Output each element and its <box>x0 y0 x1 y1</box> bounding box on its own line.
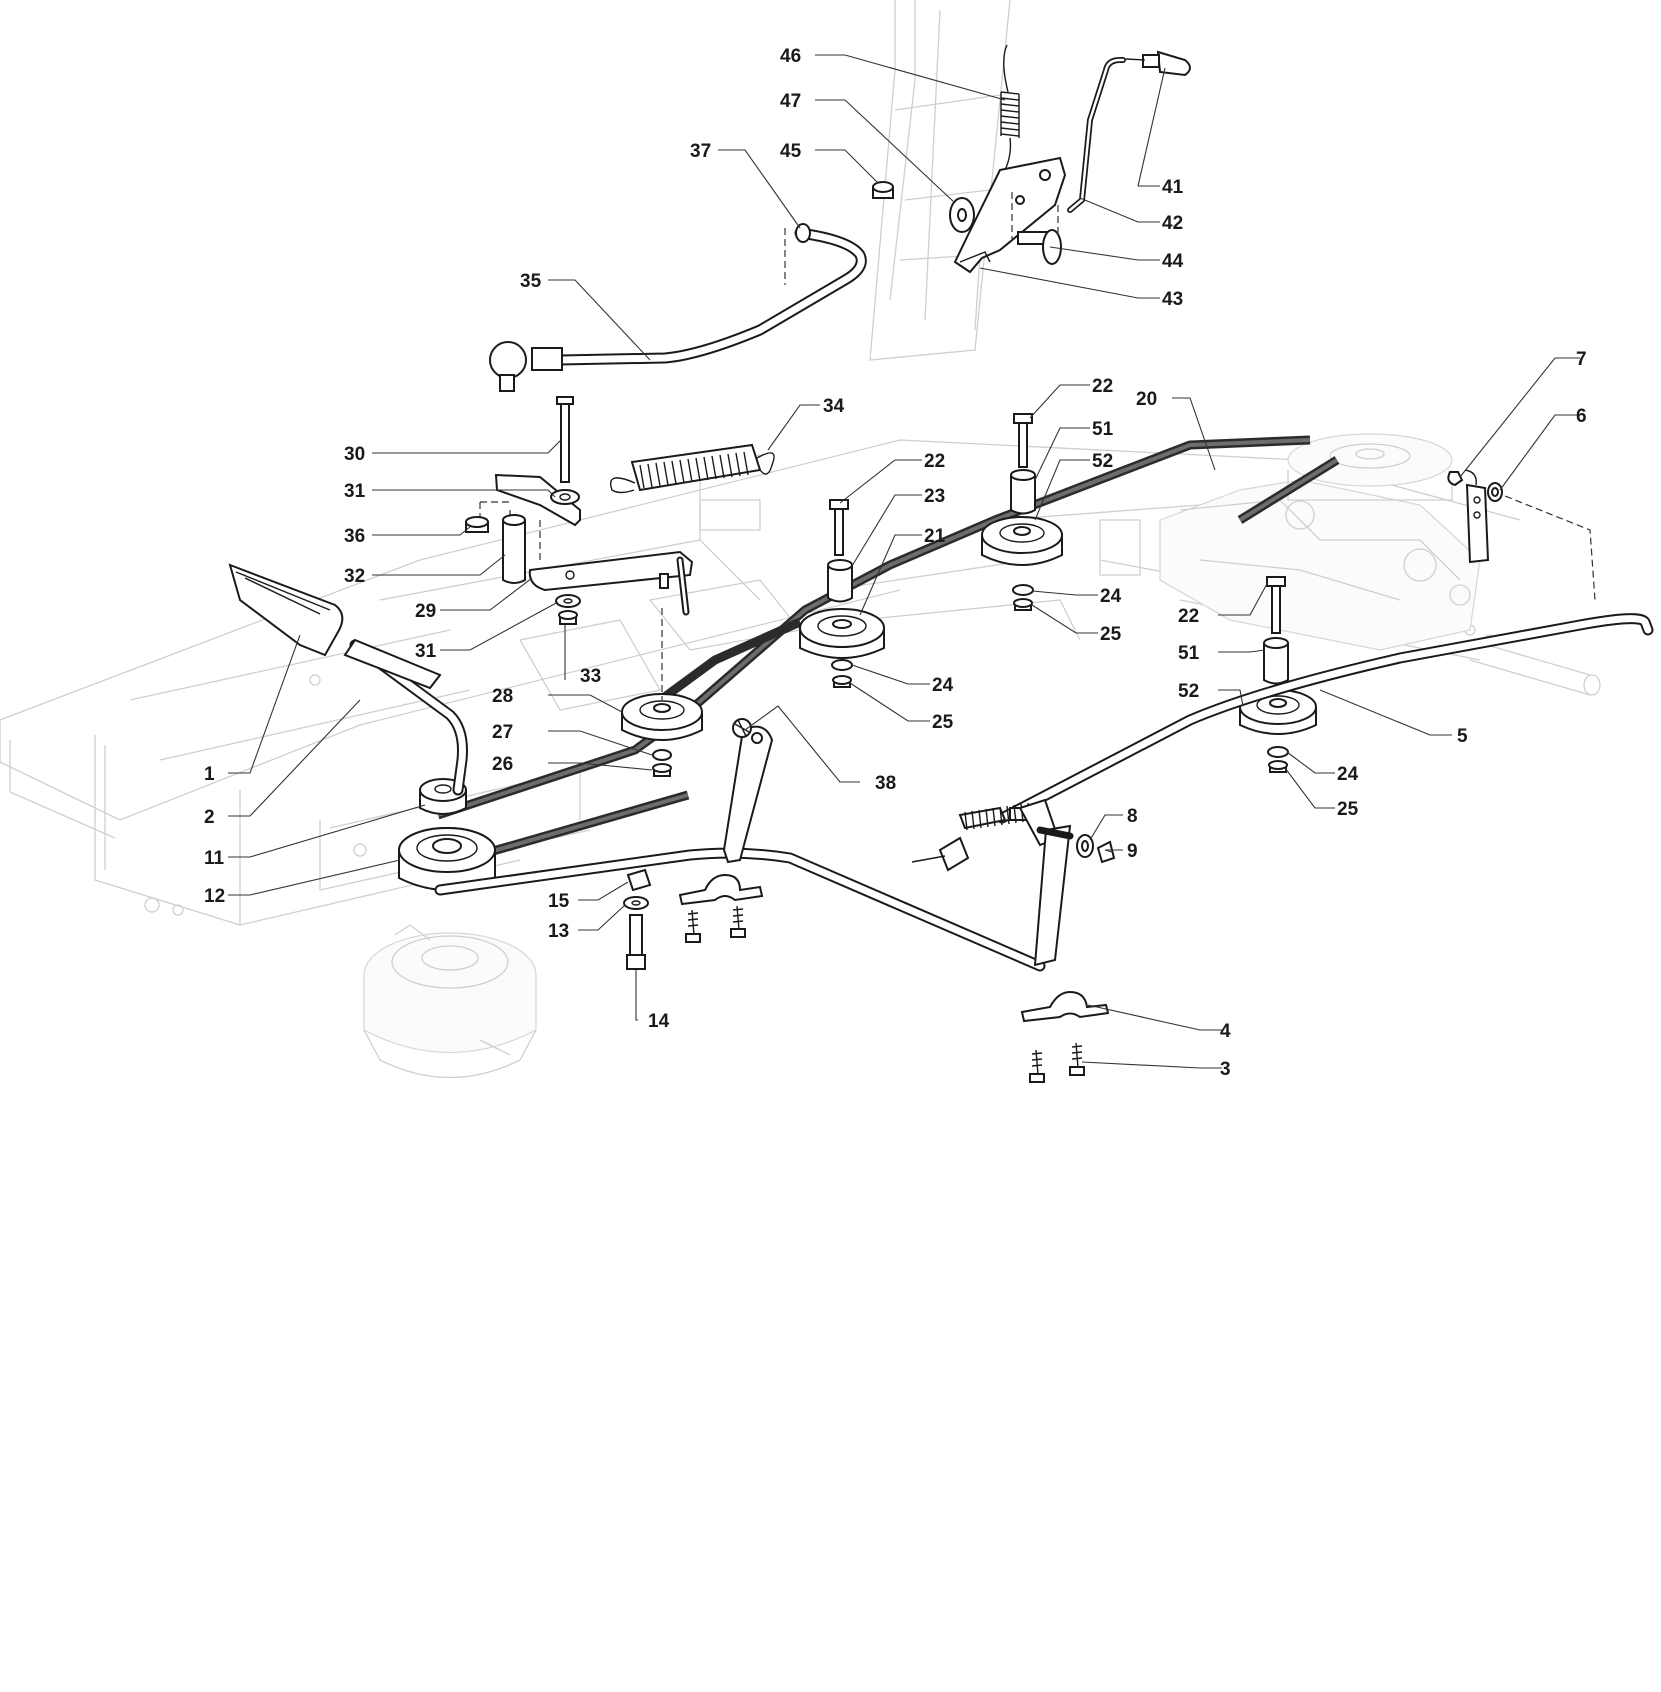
callout-34: 34 <box>823 396 845 417</box>
tension-spring-assembly <box>911 798 1074 967</box>
callout-1: 1 <box>204 764 215 785</box>
callout-20: 20 <box>1136 389 1157 410</box>
washer-31b-nut-33 <box>555 594 581 625</box>
callout-11: 11 <box>204 848 225 869</box>
callout-35: 35 <box>520 271 542 292</box>
callout-52-lower: 52 <box>1178 681 1199 702</box>
callout-51-lower: 51 <box>1178 643 1200 664</box>
pedal-pad <box>228 563 344 657</box>
bolt-14 <box>626 914 646 970</box>
transaxle-lever-arm <box>1465 483 1490 564</box>
callout-38: 38 <box>875 773 896 794</box>
bolt-22-b <box>1010 413 1036 515</box>
callout-44: 44 <box>1162 251 1184 272</box>
callout-28: 28 <box>492 686 513 707</box>
callout-27: 27 <box>492 722 513 743</box>
callout-36: 36 <box>344 526 365 547</box>
electric-clutch-ghost <box>363 924 537 1079</box>
callout-43: 43 <box>1162 289 1183 310</box>
callout-25-right: 25 <box>1337 799 1359 820</box>
bolt-22-a <box>827 499 853 603</box>
callout-5: 5 <box>1457 726 1468 747</box>
lever-rod-42 <box>1057 57 1126 235</box>
washer-13 <box>623 896 649 910</box>
callout-37: 37 <box>690 141 711 162</box>
pedal-arm <box>343 638 468 796</box>
callout-41: 41 <box>1162 177 1184 198</box>
callout-22-right: 22 <box>1178 606 1199 627</box>
callout-15: 15 <box>548 891 570 912</box>
linkage-rod-35 <box>489 223 867 392</box>
idler-arm-29 <box>528 550 694 616</box>
callout-6: 6 <box>1576 406 1587 427</box>
washer-6 <box>1487 482 1503 502</box>
clamp-4-left <box>678 873 764 943</box>
callout-29: 29 <box>415 601 436 622</box>
callout-31-lower: 31 <box>415 641 437 662</box>
spring-34 <box>610 443 775 494</box>
spring-46 <box>1000 44 1020 181</box>
callout-9: 9 <box>1127 841 1138 862</box>
callout-labels: 46 47 45 37 41 42 44 43 35 34 30 31 36 3… <box>204 46 1587 1080</box>
clip-7 <box>1447 469 1477 487</box>
callout-46: 46 <box>780 46 801 67</box>
bolt-22-c <box>1263 576 1289 685</box>
spacer-32 <box>502 514 526 584</box>
bracket-30-31 <box>479 396 581 560</box>
callout-45: 45 <box>780 141 802 162</box>
callout-51-upper: 51 <box>1092 419 1114 440</box>
callout-14: 14 <box>648 1011 670 1032</box>
callout-2: 2 <box>204 807 215 828</box>
callout-52-upper: 52 <box>1092 451 1113 472</box>
clamp-4-right <box>1020 990 1110 1083</box>
callout-32: 32 <box>344 566 365 587</box>
callout-47: 47 <box>780 91 801 112</box>
callout-25-middle: 25 <box>932 712 954 733</box>
washer-8-nut-9 <box>1076 834 1116 864</box>
callout-33: 33 <box>580 666 601 687</box>
lever-grip-41 <box>1125 50 1191 77</box>
nut-36 <box>465 516 489 533</box>
callout-4: 4 <box>1220 1021 1231 1042</box>
clip-15 <box>626 868 652 892</box>
callout-8: 8 <box>1127 806 1138 827</box>
brake-arm-38 <box>722 718 774 864</box>
callout-21: 21 <box>924 526 946 547</box>
callout-13: 13 <box>548 921 569 942</box>
leader-lines <box>228 54 1580 1069</box>
callout-30: 30 <box>344 444 365 465</box>
callout-24-middle: 24 <box>932 675 954 696</box>
alignment-lines <box>661 192 1013 700</box>
knob-bolt-44 <box>1017 229 1062 265</box>
callout-12: 12 <box>204 886 225 907</box>
washer-47 <box>949 197 975 233</box>
callout-3: 3 <box>1220 1059 1231 1080</box>
idler-pulley-52-upper <box>981 516 1063 566</box>
callout-24-right: 24 <box>1337 764 1359 785</box>
callout-22-left: 22 <box>924 451 945 472</box>
callout-25-upper: 25 <box>1100 624 1122 645</box>
callout-26: 26 <box>492 754 513 775</box>
engine-pulley <box>398 827 496 891</box>
callout-31-upper: 31 <box>344 481 366 502</box>
washer-nut-a <box>1012 584 1034 611</box>
idler-pulley-28 <box>621 693 703 777</box>
washer-nut-b <box>831 659 853 688</box>
rod-5 <box>996 491 1654 824</box>
washer-nut-c <box>1267 746 1289 773</box>
callout-23: 23 <box>924 486 945 507</box>
callout-7: 7 <box>1576 349 1587 370</box>
idler-pulley-21 <box>799 608 885 659</box>
callout-24-upper: 24 <box>1100 586 1122 607</box>
transaxle-ghost <box>1159 433 1601 696</box>
callout-42: 42 <box>1162 213 1183 234</box>
bracket-43 <box>953 156 1067 274</box>
steering-column-ghost <box>869 0 1011 361</box>
callout-22-middle: 22 <box>1092 376 1113 397</box>
nut-45 <box>872 181 894 199</box>
